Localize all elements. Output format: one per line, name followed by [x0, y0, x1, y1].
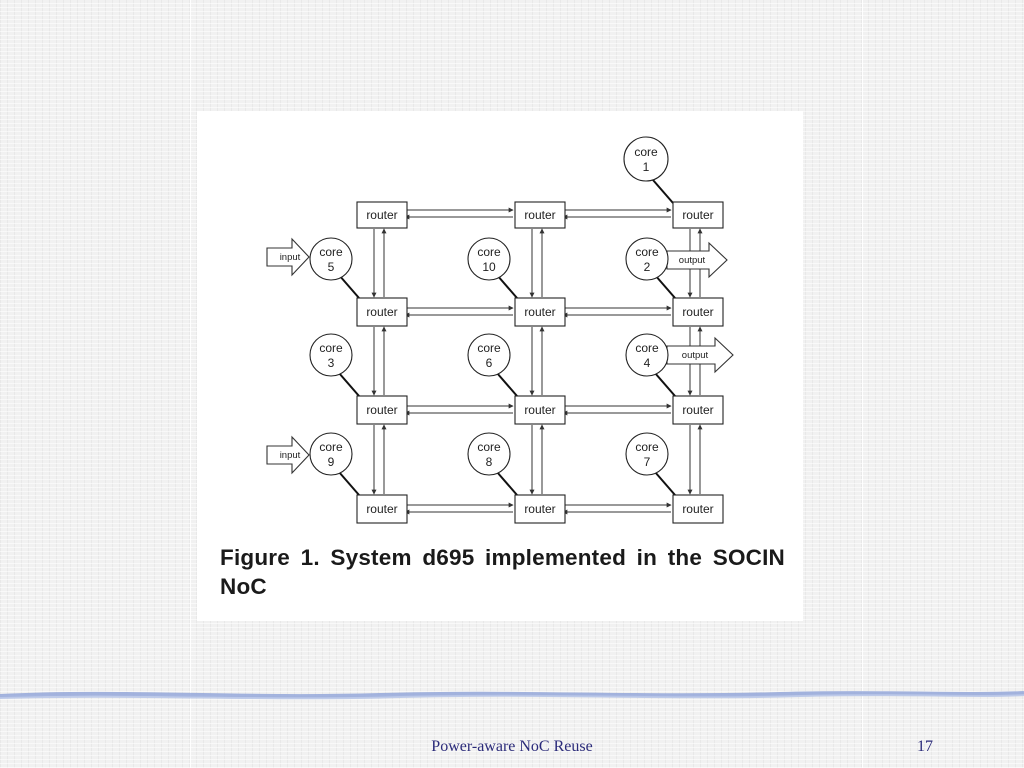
core-word: core — [477, 341, 501, 355]
router: router — [514, 201, 566, 229]
core-number: 1 — [643, 160, 650, 174]
core-word: core — [319, 440, 343, 454]
core-number: 6 — [486, 356, 493, 370]
core-word: core — [319, 341, 343, 355]
core-number: 7 — [644, 455, 651, 469]
page-number: 17 — [917, 738, 933, 755]
core-word: core — [635, 440, 659, 454]
footer-wave-decoration — [0, 691, 1024, 700]
io-label: output — [679, 255, 706, 266]
left-margin-line — [190, 0, 191, 768]
router-label: router — [524, 305, 555, 319]
core-number: 4 — [644, 356, 651, 370]
router: router — [356, 201, 408, 229]
router: router — [514, 494, 566, 524]
router-label: router — [682, 403, 713, 417]
router-label: router — [682, 208, 713, 222]
router-label: router — [366, 502, 397, 516]
router: router — [672, 201, 724, 229]
io-label: input — [280, 450, 301, 461]
right-margin-line — [862, 0, 863, 768]
input-port-core-9: input — [266, 435, 310, 475]
figure-panel: router router router router router route… — [197, 111, 803, 621]
core-word: core — [635, 245, 659, 259]
router-label: router — [524, 502, 555, 516]
core-number: 8 — [486, 455, 493, 469]
router: router — [356, 494, 408, 524]
core-number: 5 — [328, 260, 335, 274]
core-word: core — [635, 341, 659, 355]
core-word: core — [319, 245, 343, 259]
core-router-links — [338, 179, 676, 496]
io-label: input — [280, 252, 301, 263]
figure-caption: Figure 1. System d695 implemented in the… — [220, 545, 785, 599]
horizontal-links — [404, 207, 672, 515]
router: router — [356, 297, 408, 327]
core-number: 9 — [328, 455, 335, 469]
router: router — [514, 297, 566, 327]
core-word: core — [477, 245, 501, 259]
output-port-core-4: output — [666, 336, 734, 374]
router: router — [672, 297, 724, 327]
router-label: router — [366, 403, 397, 417]
noc-diagram: router router router router router route… — [266, 136, 734, 524]
io-label: output — [682, 350, 709, 361]
core-number: 3 — [328, 356, 335, 370]
router-label: router — [524, 208, 555, 222]
router-label: router — [682, 502, 713, 516]
router: router — [672, 395, 724, 425]
router-label: router — [682, 305, 713, 319]
router-label: router — [366, 208, 397, 222]
core-word: core — [634, 145, 658, 159]
core-number: 10 — [482, 260, 496, 274]
router-label: router — [366, 305, 397, 319]
router: router — [672, 494, 724, 524]
router-label: router — [524, 403, 555, 417]
output-port-core-2: output — [666, 241, 728, 279]
footer-title: Power-aware NoC Reuse — [431, 738, 593, 755]
core-number: 2 — [644, 260, 651, 274]
core-word: core — [477, 440, 501, 454]
router: router — [356, 395, 408, 425]
router: router — [514, 395, 566, 425]
input-port-core-5: input — [266, 237, 310, 277]
